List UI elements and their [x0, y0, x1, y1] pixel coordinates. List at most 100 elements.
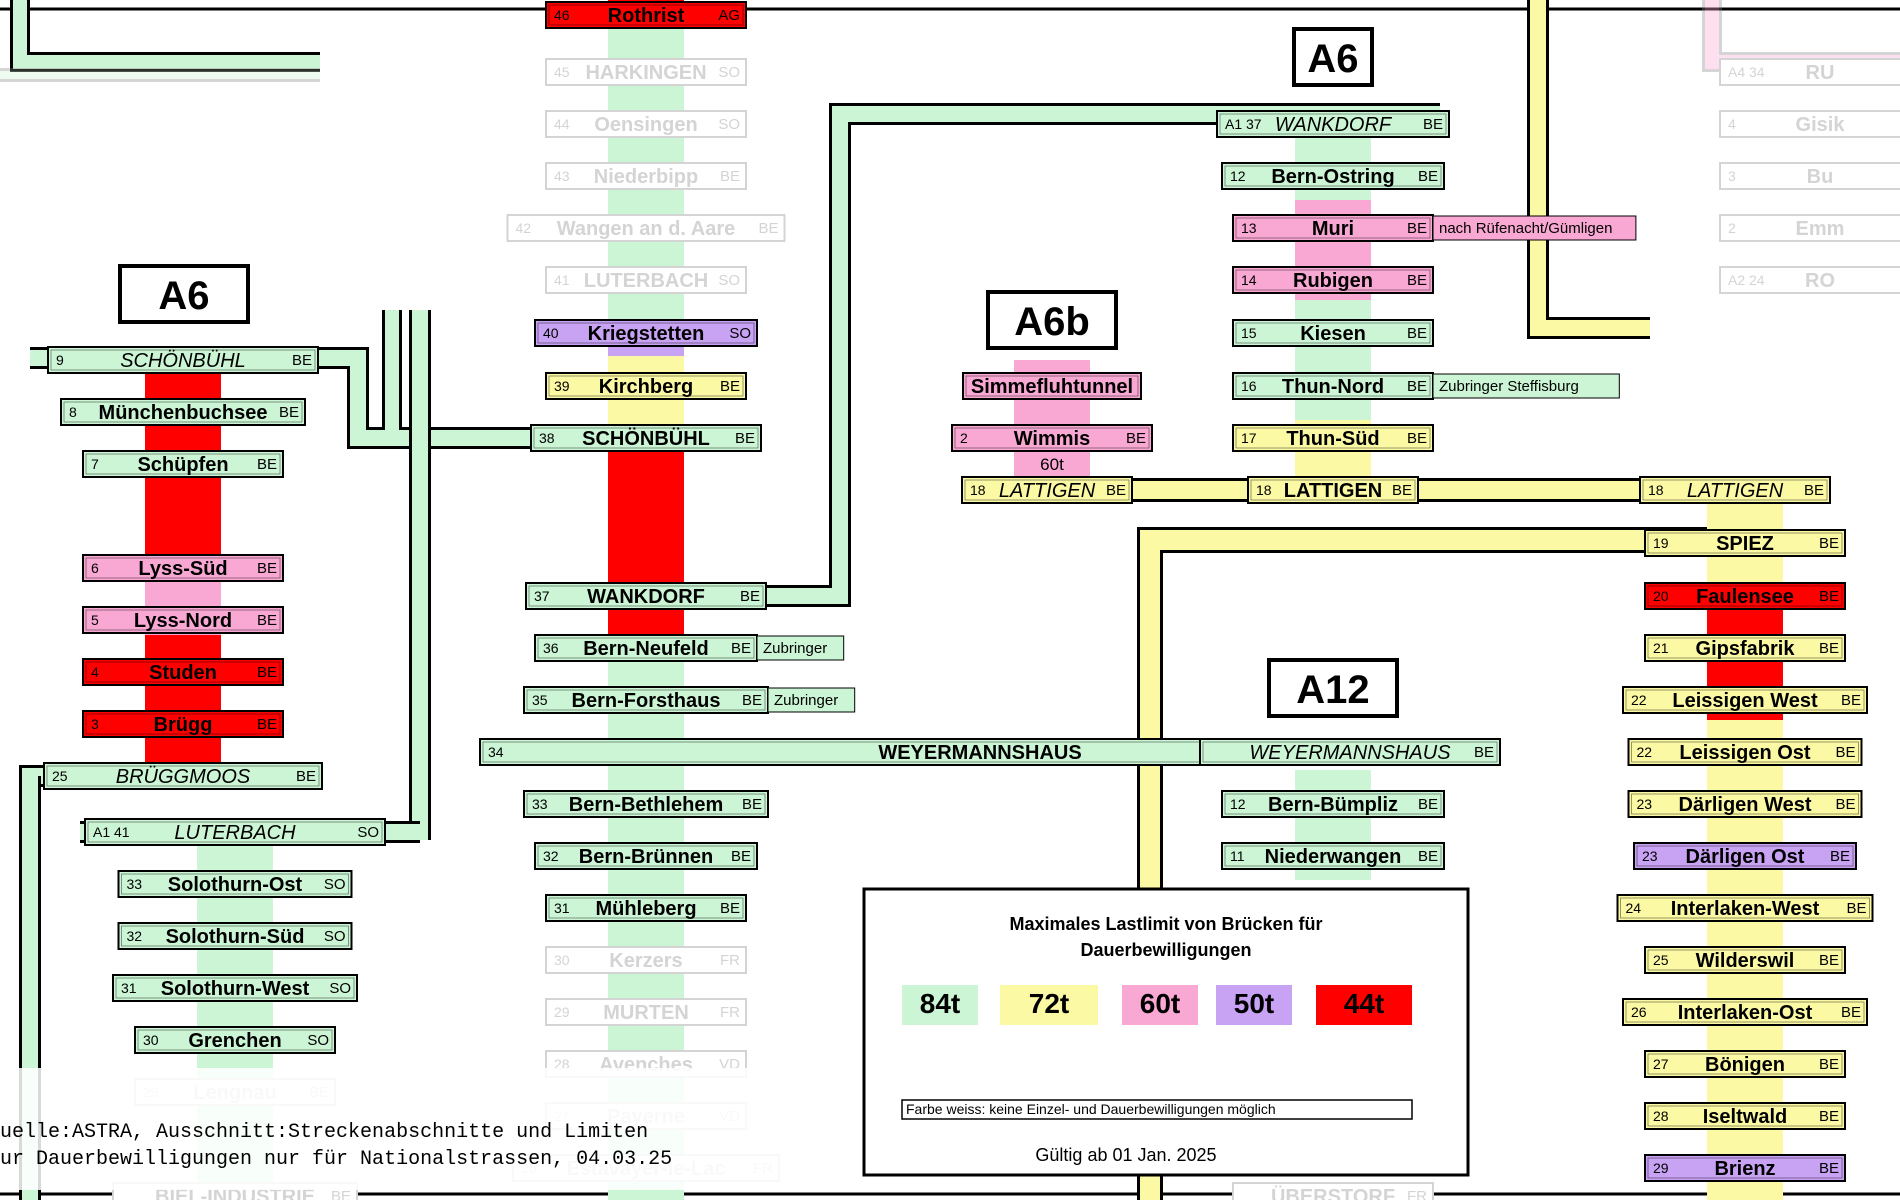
station-box: [1719, 214, 1900, 242]
stripe-a6-bruegg: [145, 635, 221, 770]
station-number: 33: [127, 876, 143, 892]
station-extra: nach Rüfenacht/Gümligen: [1439, 220, 1612, 237]
station-canton: BE: [1423, 116, 1443, 133]
station-box: [117, 922, 353, 950]
station-canton: FR: [720, 952, 740, 969]
station-box: [545, 1, 747, 29]
station-box-inner: [1642, 479, 1828, 501]
route-box-frame: [986, 290, 1118, 350]
station-canton: BE: [331, 1188, 351, 1200]
station-name: Kriegstetten: [588, 323, 705, 345]
station-box: [951, 424, 1153, 452]
station-name: Lyss-Nord: [134, 610, 232, 632]
station-name: WEYERMANNSHAUS: [878, 742, 1081, 764]
station-box: [1644, 1154, 1846, 1182]
station-wankdorfA1: A1 37 WANKDORF BE: [1216, 110, 1450, 138]
station-name: Muri: [1312, 218, 1354, 240]
station-canton: BE: [257, 456, 277, 473]
route-box-a12-3: A12: [1267, 658, 1399, 718]
station-box-inner: [548, 897, 744, 919]
station-canton: BE: [1846, 900, 1866, 917]
road-top-left: [10, 0, 320, 72]
station-canton: BE: [1407, 378, 1427, 395]
station-name: Därligen West: [1679, 794, 1812, 816]
station-number: 17: [1241, 430, 1257, 446]
station-box-inner: [1224, 165, 1442, 187]
station-box-inner: [1625, 689, 1865, 711]
route-box-label: A12: [1296, 668, 1369, 712]
station-box-inner: [1647, 585, 1843, 607]
station-number: 44: [554, 116, 570, 132]
route-box-label: A6: [158, 274, 209, 318]
station-name: Wimmis: [1014, 428, 1091, 450]
station-canton: BE: [742, 796, 762, 813]
station-name: Bern-Bethlehem: [569, 794, 723, 816]
station-name: LATTIGEN: [1687, 480, 1784, 502]
road-top-right-outer: [1527, 0, 1650, 339]
station-number: A4 34: [1728, 64, 1765, 80]
legend-swatch-label: 60t: [1140, 988, 1180, 1019]
station-canton: BE: [1819, 1056, 1839, 1073]
station-box-inner: [1235, 427, 1431, 449]
station-name: Bu: [1807, 166, 1834, 188]
station-box-inner: [964, 479, 1130, 501]
station-number: 34: [488, 744, 504, 760]
station-canton: SO: [324, 876, 346, 893]
station-name: Simmefluhtunnel: [971, 376, 1133, 398]
station-number: 36: [543, 640, 559, 656]
station-extra: Zubringer Steffisburg: [1439, 378, 1579, 395]
station-number: 33: [532, 796, 548, 812]
source-note: uelle:ASTRA, Ausschnitt:Streckenabschnit…: [0, 1068, 790, 1190]
stripe-a6r-kiesen: [1295, 300, 1371, 420]
station-number: 3: [91, 716, 99, 732]
station-bethlehem: 33 Bern-Bethlehem BE: [523, 790, 769, 818]
station-name: Wilderswil: [1696, 950, 1795, 972]
station-name: Studen: [149, 662, 217, 684]
station-name: WANKDORF: [1275, 114, 1393, 136]
station-box-inner: [85, 609, 281, 631]
legend-title-line1: Maximales Lastlimit von Brücken für: [1009, 914, 1322, 934]
station-canton: BE: [1819, 640, 1839, 657]
station-extra-box: [1432, 215, 1637, 241]
station-number: 22: [1631, 692, 1647, 708]
station-name: Interlaken-Ost: [1678, 1002, 1813, 1024]
station-canton: BE: [1841, 1004, 1861, 1021]
station-canton: BE: [1819, 1160, 1839, 1177]
station-name: Leissigen Ost: [1679, 742, 1810, 764]
station-box-inner: [137, 1029, 333, 1051]
station-box-inner: [121, 873, 349, 895]
legend-swatch-84t: 84t: [902, 985, 978, 1025]
station-box: [534, 319, 758, 347]
station-canton: AG: [718, 7, 740, 24]
station-box: [1644, 634, 1846, 662]
station-number: A1 37: [1225, 116, 1262, 132]
station-name: Solothurn-Süd: [166, 926, 305, 948]
station-canton: BE: [257, 664, 277, 681]
station-box: [545, 894, 747, 922]
station-name: Leissigen West: [1672, 690, 1818, 712]
road-wankdorf-link-inner: [760, 106, 1440, 604]
station-name: RO: [1805, 270, 1835, 292]
station-box: [82, 710, 284, 738]
station-name: Kerzers: [609, 950, 682, 972]
legend-swatch-label: 50t: [1234, 988, 1274, 1019]
station-box: [1644, 946, 1846, 974]
station-number: 30: [143, 1032, 159, 1048]
legend-white-note: Farbe weiss: keine Einzel- und Dauerbewi…: [906, 1101, 1276, 1117]
